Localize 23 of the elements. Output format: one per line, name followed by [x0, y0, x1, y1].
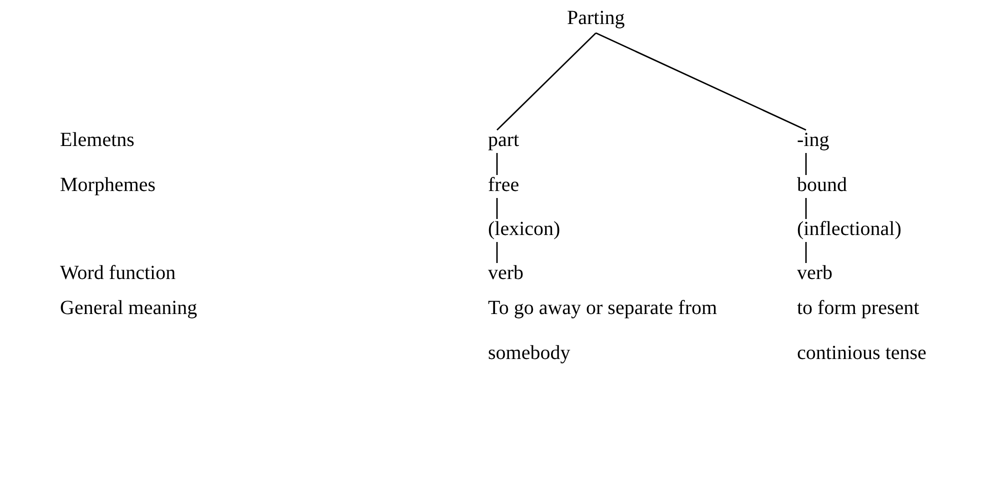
tree-node-label: part [488, 128, 520, 152]
tree-node-label: (lexicon) [488, 217, 560, 241]
tree-node-label: verb [797, 261, 833, 285]
tree-line [496, 32, 596, 130]
tree-line [805, 242, 807, 263]
row-heading: Word function [60, 261, 176, 285]
tree-line [805, 153, 807, 175]
tree-node-label: bound [797, 173, 847, 197]
tree-node-label: Parting [567, 6, 625, 30]
tree-line [805, 198, 807, 219]
row-heading: Elemetns [60, 128, 134, 152]
tree-node-label: -ing [797, 128, 830, 152]
tree-line [496, 153, 498, 175]
tree-line [596, 32, 806, 131]
tree-line [496, 242, 498, 263]
tree-line [496, 198, 498, 219]
tree-node-label: free [488, 173, 520, 197]
tree-node-label: (inflectional) [797, 217, 902, 241]
tree-node-label: verb [488, 261, 524, 285]
row-heading: Morphemes [60, 173, 156, 197]
meaning-text: To go away or separate from somebody [488, 296, 718, 366]
meaning-text: to form present continious tense [797, 296, 928, 366]
row-heading: General meaning [60, 296, 198, 320]
